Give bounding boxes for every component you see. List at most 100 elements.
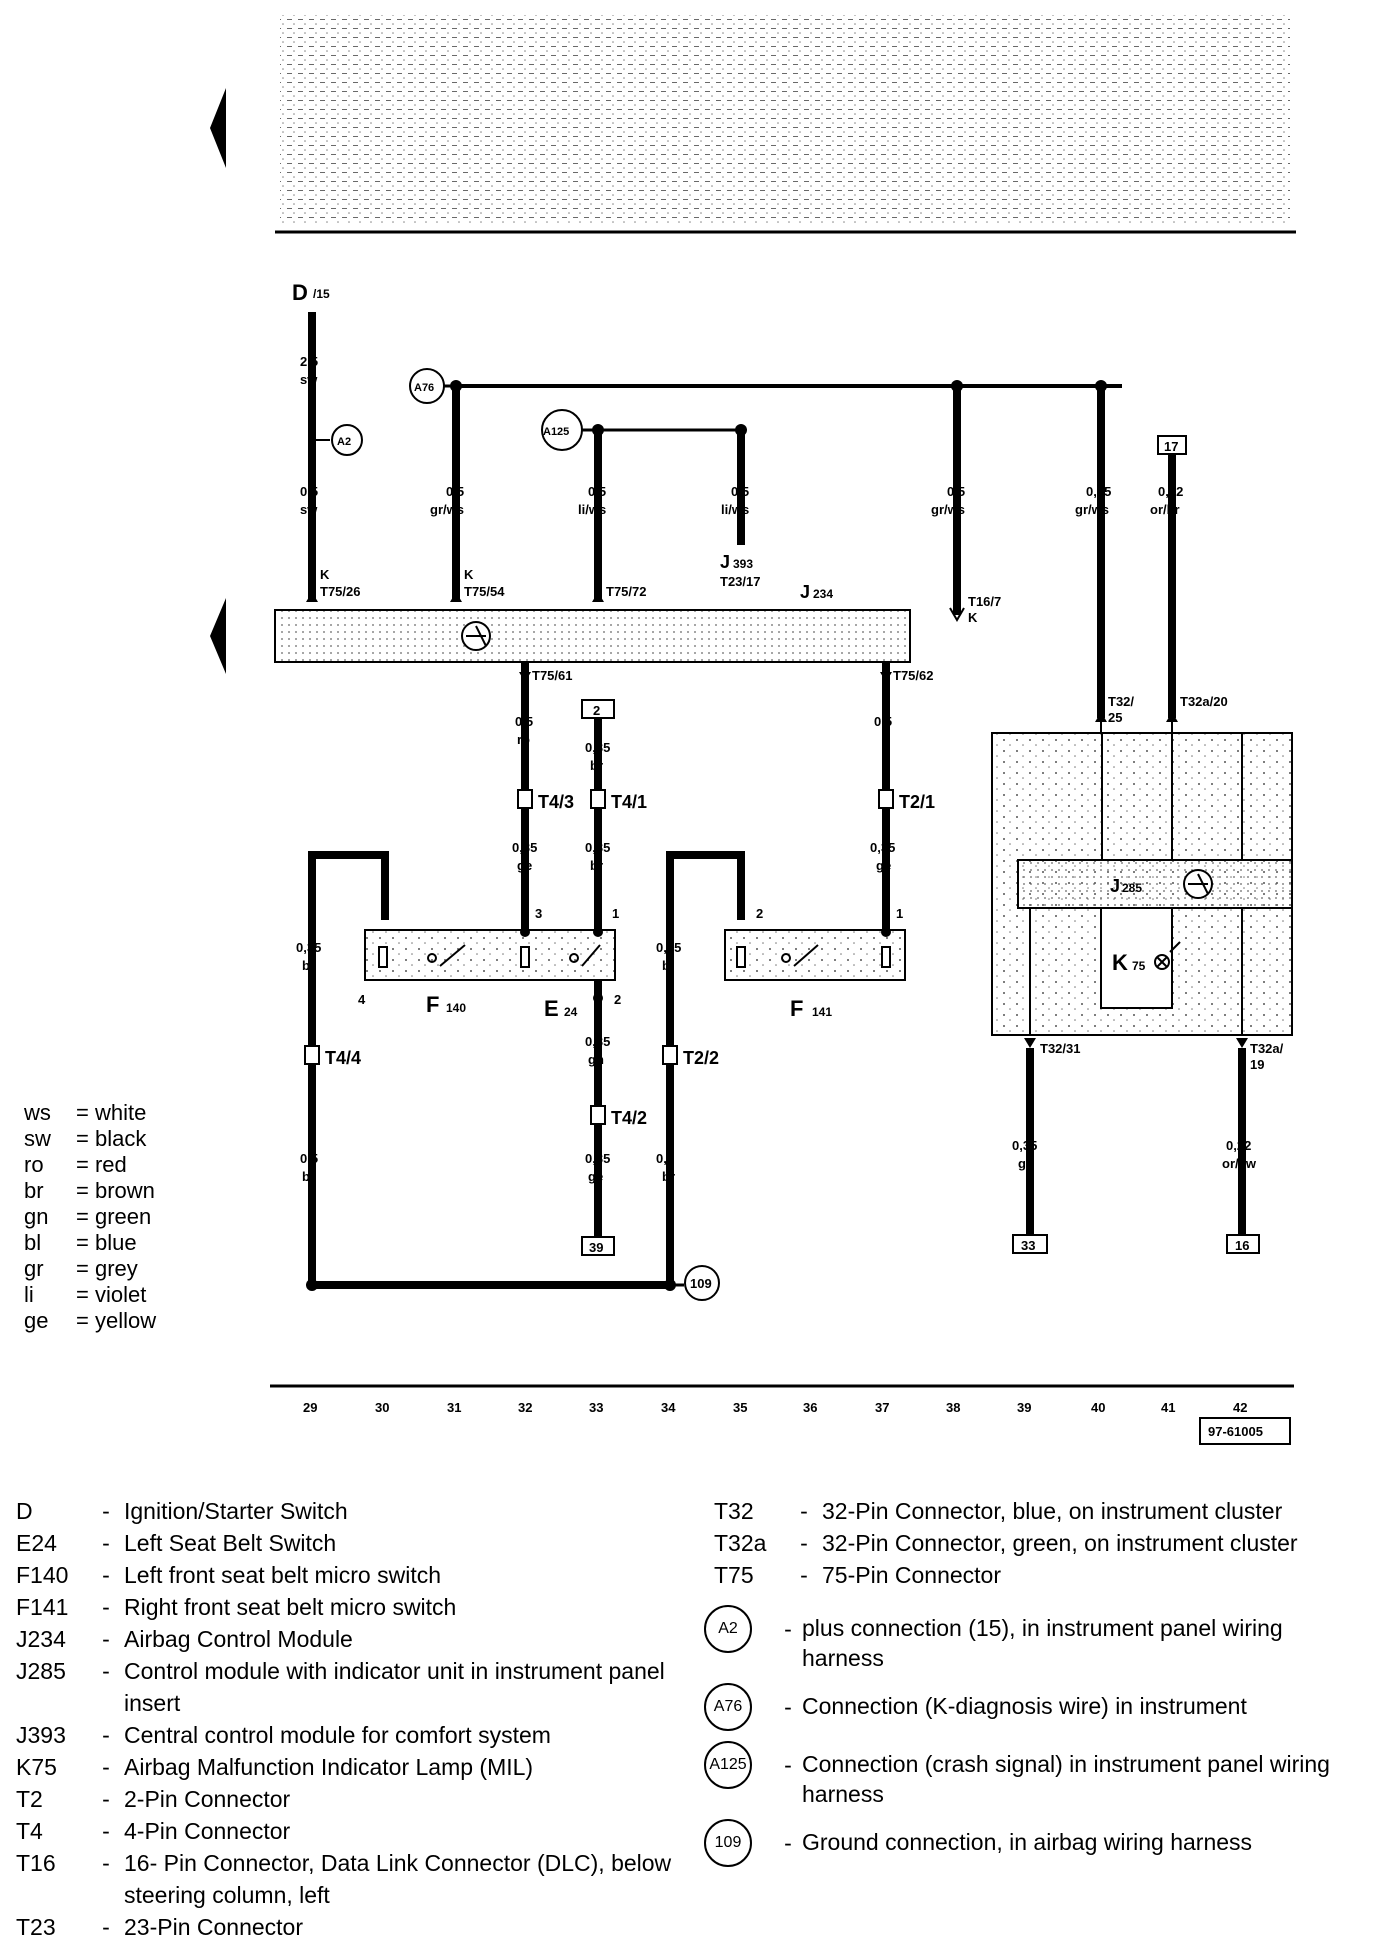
pin-arrow bbox=[1095, 712, 1107, 722]
connection-badge-icon: A76 bbox=[704, 1683, 752, 1731]
legend-desc: Connection (crash signal) in instrument … bbox=[802, 1751, 1330, 1807]
pin-t4-2: T4/2 bbox=[611, 1108, 647, 1128]
wire-color: li bbox=[882, 732, 889, 747]
legend-code: J234 bbox=[16, 1626, 66, 1652]
wire-color: li/ws bbox=[721, 502, 749, 517]
f140-switch-icon bbox=[427, 953, 437, 963]
legend-desc: 16- Pin Connector, Data Link Connector (… bbox=[124, 1850, 672, 1908]
colour-name: = violet bbox=[76, 1282, 147, 1307]
e24-switch-arm bbox=[581, 944, 601, 967]
pin-t32a-20: T32a/20 bbox=[1180, 694, 1228, 709]
colour-key-row: gr= grey bbox=[24, 1256, 156, 1282]
legend-desc: 23-Pin Connector bbox=[124, 1914, 303, 1940]
legend-desc: Connection (K-diagnosis wire) in instrum… bbox=[802, 1693, 1247, 1719]
legend-dash: - bbox=[102, 1594, 110, 1620]
grid-number: 42 bbox=[1233, 1400, 1247, 1415]
legend-connection-row: A2 -plus connection (15), in instrument p… bbox=[704, 1605, 1364, 1673]
legend-dash: - bbox=[102, 1626, 110, 1652]
wiring-diagram: D /15 2,5 sw A2 0,5 sw K T75/26 A76 0,5 … bbox=[210, 15, 1296, 1445]
legend-desc: plus connection (15), in instrument pane… bbox=[802, 1615, 1283, 1671]
pin-t75-72: T75/72 bbox=[606, 584, 646, 599]
colour-key-row: ws= white bbox=[24, 1100, 156, 1126]
legend-code: T75 bbox=[714, 1562, 754, 1588]
pin-t32a-19: 19 bbox=[1250, 1057, 1264, 1072]
legend-connections: A2 -plus connection (15), in instrument p… bbox=[704, 1605, 1364, 1867]
a76-label: A76 bbox=[414, 382, 434, 394]
colour-key-row: br= brown bbox=[24, 1178, 156, 1204]
legend-desc: Airbag Control Module bbox=[124, 1626, 353, 1652]
legend-code: T16 bbox=[16, 1850, 56, 1876]
wire-size: 2,5 bbox=[300, 354, 318, 369]
grid-number: 30 bbox=[375, 1400, 389, 1415]
connection-badge-icon: A2 bbox=[704, 1605, 752, 1653]
grid-number: 31 bbox=[447, 1400, 461, 1415]
pin-arrow bbox=[880, 672, 892, 682]
pin-t75-62: T75/62 bbox=[893, 668, 933, 683]
junction-dot bbox=[306, 1279, 318, 1291]
grid-number: 33 bbox=[589, 1400, 603, 1415]
wire-size: 0,5 bbox=[515, 714, 533, 729]
j393-sub: 393 bbox=[733, 557, 753, 571]
pin-1: 1 bbox=[896, 906, 903, 921]
e24-name: E bbox=[544, 996, 559, 1021]
wire-size: 0,35 bbox=[870, 840, 895, 855]
colour-key-row: ro= red bbox=[24, 1152, 156, 1178]
e24-switch-icon bbox=[569, 953, 579, 963]
f140-resistor bbox=[378, 946, 388, 968]
junction-dot bbox=[520, 927, 530, 937]
j393-name: J bbox=[720, 552, 730, 572]
f141-switch-icon bbox=[781, 953, 791, 963]
legend-code: E24 bbox=[16, 1530, 57, 1556]
pin-k: K bbox=[320, 567, 330, 582]
wire-color: gn bbox=[588, 1052, 604, 1067]
wire-size: 0,5 bbox=[731, 484, 749, 499]
wire-color: gr/ws bbox=[931, 502, 965, 517]
f141-resistor bbox=[881, 946, 891, 968]
legend-row: T23-23-Pin Connector bbox=[16, 1911, 696, 1943]
legend-desc: Control module with indicator unit in in… bbox=[124, 1658, 665, 1716]
connection-badge-icon: 109 bbox=[704, 1819, 752, 1867]
ref-39: 39 bbox=[589, 1240, 603, 1255]
pin-t4-1: T4/1 bbox=[611, 792, 647, 812]
legend-dash: - bbox=[800, 1530, 808, 1556]
legend-row: F140-Left front seat belt micro switch bbox=[16, 1559, 696, 1591]
f141-switch-box bbox=[724, 929, 906, 981]
wire-size: 0,22 bbox=[1158, 484, 1183, 499]
k75-lamp-icon bbox=[1156, 956, 1168, 968]
k75-sub: 75 bbox=[1132, 959, 1146, 973]
wire-size: 0,5 bbox=[588, 484, 606, 499]
legend-desc: Right front seat belt micro switch bbox=[124, 1594, 457, 1620]
pin-t32-31: T32/31 bbox=[1040, 1041, 1080, 1056]
colour-name: = white bbox=[76, 1100, 147, 1125]
colour-code: gn bbox=[24, 1204, 49, 1229]
pin-t4-3: T4/3 bbox=[538, 792, 574, 812]
legend-dash: - bbox=[102, 1530, 110, 1556]
legend-code: T32 bbox=[714, 1498, 754, 1524]
j285-module bbox=[1017, 859, 1293, 909]
legend-row: T32a-32-Pin Connector, green, on instrum… bbox=[714, 1527, 1364, 1559]
ref-box-39 bbox=[581, 1236, 615, 1256]
legend-dash: - bbox=[102, 1498, 110, 1524]
pin-arrow bbox=[519, 672, 531, 682]
grid-number: 36 bbox=[803, 1400, 817, 1415]
pin-k: K bbox=[968, 610, 978, 625]
pin-1: 1 bbox=[612, 906, 619, 921]
legend-dash: - bbox=[102, 1818, 110, 1844]
legend-row: T2-2-Pin Connector bbox=[16, 1783, 696, 1815]
grid-number: 41 bbox=[1161, 1400, 1175, 1415]
legend-dash: - bbox=[784, 1616, 792, 1642]
legend-connection-row: A125-Connection (crash signal) in instru… bbox=[704, 1741, 1364, 1809]
legend-right: T32-32-Pin Connector, blue, on instrumen… bbox=[704, 1495, 1364, 1867]
e24-sub: 24 bbox=[564, 1005, 578, 1019]
colour-name: = brown bbox=[76, 1178, 155, 1203]
colour-code: bl bbox=[24, 1230, 42, 1255]
k75-lamp-box bbox=[1100, 907, 1173, 1009]
wire-color: br bbox=[662, 1169, 675, 1184]
wire-loop-left bbox=[308, 851, 745, 1289]
legend-dash: - bbox=[784, 1694, 792, 1720]
legend-code: T4 bbox=[16, 1818, 43, 1844]
grid-number: 32 bbox=[518, 1400, 532, 1415]
t16-connector-mark bbox=[949, 607, 965, 622]
pin-arrow bbox=[592, 592, 604, 602]
pin-arrow bbox=[306, 592, 318, 602]
